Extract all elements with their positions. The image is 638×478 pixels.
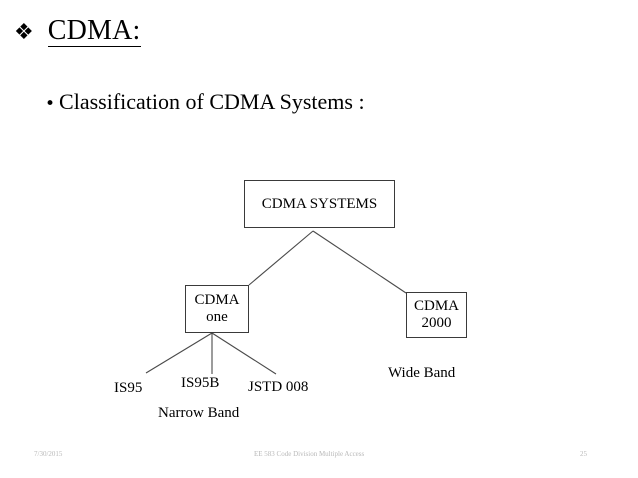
node-cdma-one[interactable]: CDMA one xyxy=(185,285,249,333)
footer-date: 7/30/2015 xyxy=(34,450,63,458)
footer-page-number: 25 xyxy=(580,450,587,458)
connector-root-to-cdma-2000 xyxy=(312,230,407,294)
connector-cdma-one-to-jstd008 xyxy=(211,332,277,375)
dot-bullet-icon: • xyxy=(45,94,56,114)
floret-bullet-icon: ❖ xyxy=(14,20,34,45)
leaf-is95: IS95 xyxy=(114,380,143,396)
node-cdma-one-label: CDMA one xyxy=(194,292,240,325)
page-title: CDMA: xyxy=(47,15,141,48)
label-wide-band: Wide Band xyxy=(388,365,456,381)
node-cdma-systems[interactable]: CDMA SYSTEMS xyxy=(244,180,395,228)
slide-footer: 7/30/2015 EE 583 Code Division Multiple … xyxy=(0,450,638,466)
footer-course-title: EE 583 Code Division Multiple Access xyxy=(254,450,365,458)
node-cdma-2000-label: CDMA 2000 xyxy=(413,298,459,331)
slide-subtitle: • Classification of CDMA Systems : xyxy=(45,89,365,114)
slide-title: ❖ CDMA: xyxy=(14,15,141,48)
node-cdma-2000[interactable]: CDMA 2000 xyxy=(406,292,467,338)
leaf-jstd-008: JSTD 008 xyxy=(248,379,309,395)
label-narrow-band: Narrow Band xyxy=(158,405,240,421)
leaf-is95b: IS95B xyxy=(181,375,220,391)
subtitle-text: Classification of CDMA Systems : xyxy=(59,89,365,114)
node-cdma-systems-label: CDMA SYSTEMS xyxy=(261,195,378,212)
connector-root-to-cdma-one xyxy=(248,230,314,286)
connector-cdma-one-to-is95 xyxy=(145,332,213,374)
